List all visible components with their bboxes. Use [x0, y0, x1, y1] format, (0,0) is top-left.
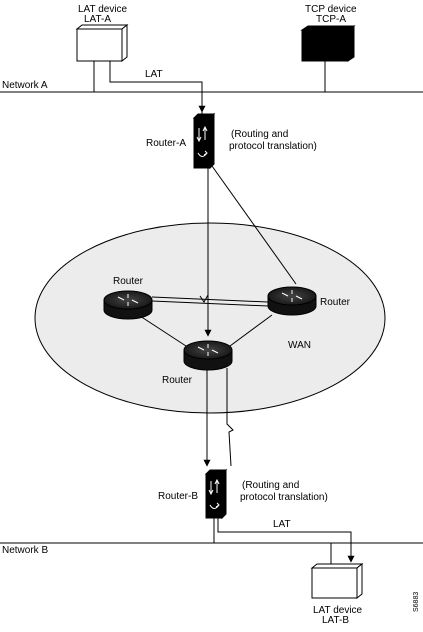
router-a-label: Router-A [146, 138, 186, 149]
router-a [192, 112, 216, 170]
link-routera-right [211, 165, 297, 285]
lat-device-b-label-2: LAT-B [322, 615, 349, 626]
wan-cloud [34, 222, 386, 414]
lat-device-b-label-1: LAT device [313, 605, 363, 616]
link-left-right-2 [151, 300, 269, 307]
lat-device-a-label-1: LAT device [78, 4, 128, 15]
router-b-note-2: protocol translation) [240, 492, 328, 503]
link-lightning-top [199, 294, 209, 303]
link-right-bottom [229, 314, 273, 347]
lat-link-a-label: LAT [145, 69, 163, 80]
router-b [204, 468, 228, 520]
wan-router-bottom [183, 340, 233, 371]
link-left-bottom [139, 315, 187, 347]
router-b-note-1: (Routing and [242, 480, 299, 491]
figure-id: S6883 [413, 592, 420, 612]
wan-router-right-label: Router [320, 297, 351, 308]
lat-device-b: LAT device LAT-B [310, 562, 364, 626]
wan-router-bottom-label: Router [162, 375, 193, 386]
network-b-label: Network B [2, 545, 48, 556]
router-a-note-2: protocol translation) [229, 141, 317, 152]
tcp-device-a-label-1: TCP device [305, 4, 357, 15]
network-a-label: Network A [2, 80, 48, 91]
wan-label: WAN [288, 340, 311, 351]
tcp-device-a: TCP device TCP-A [300, 4, 357, 62]
lat-device-a: LAT device LAT-A [75, 4, 129, 63]
tcp-device-a-label-2: TCP-A [316, 14, 346, 25]
link-bottom-routerb [226, 368, 234, 467]
wan-router-left [103, 290, 153, 320]
wan-router-left-label: Router [113, 276, 144, 287]
link-left-right [151, 296, 269, 303]
router-a-note-1: (Routing and [231, 129, 288, 140]
wan-router-right [267, 286, 317, 316]
lat-link-b [217, 518, 355, 563]
router-b-label: Router-B [158, 491, 198, 502]
lat-link-b-label: LAT [273, 519, 291, 530]
lat-device-a-label-2: LAT-A [84, 14, 111, 25]
